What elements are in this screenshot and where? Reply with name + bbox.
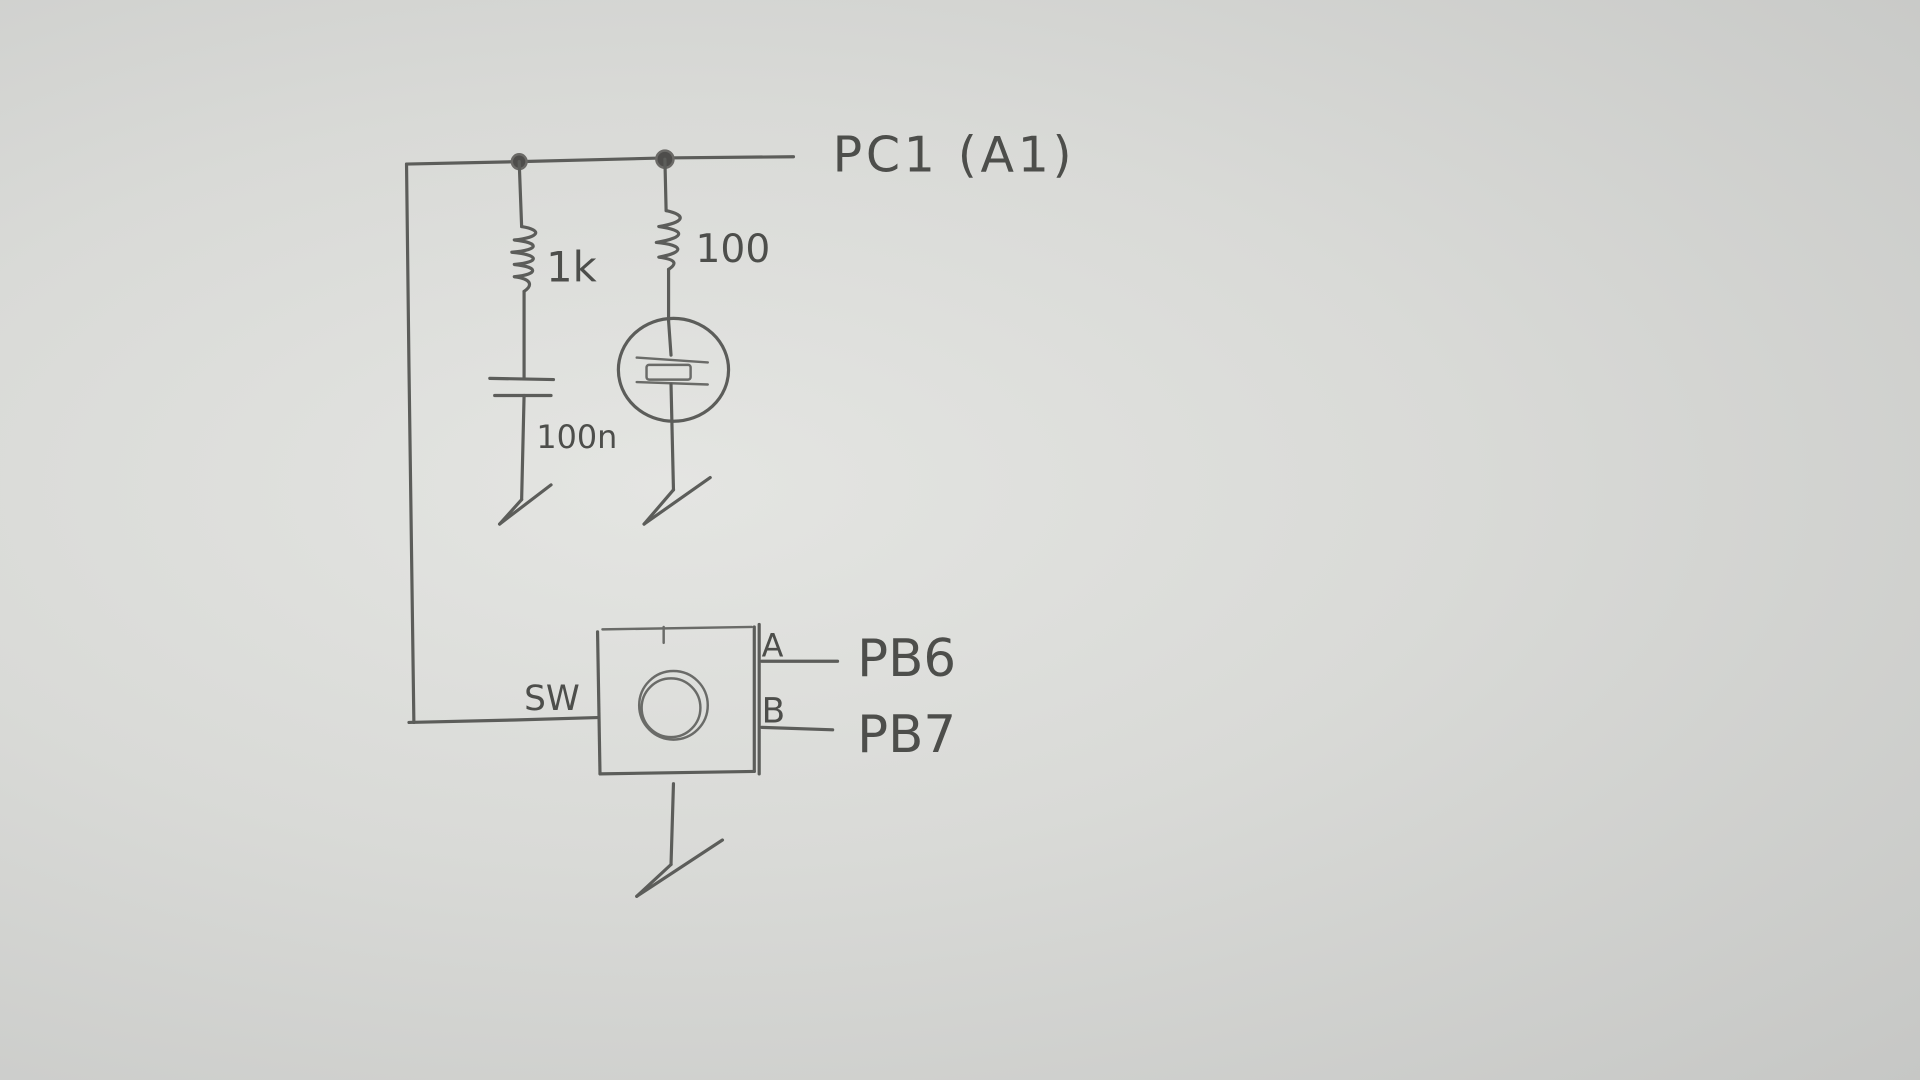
pin-b-net-label: PB7 [857,705,956,765]
switch-label: SW [524,679,580,719]
pin-b-wire [760,725,835,732]
ground-symbol-1 [498,483,553,526]
encoder-knob-icon[interactable] [637,669,709,741]
resistor-1k: 1k [510,160,597,379]
net-label-pc1: PC1 (A1) [833,126,1076,183]
pin-a-net-label: PB6 [857,629,956,689]
ground-symbol-3 [635,838,725,898]
capacitor-100n-label: 100n [536,418,617,456]
top-bus-wire [404,149,796,171]
resistor-100: 100 [654,157,771,323]
rotary-encoder[interactable]: SW A PB6 B PB7 [524,622,956,867]
resistor-100-label: 100 [696,227,771,272]
photoresistor-ldr [616,316,731,492]
ldr-body [616,316,731,423]
encoder-common-wire [669,782,676,867]
left-feedback-wire [404,162,600,725]
capacitor-100n: 100n [488,376,617,502]
ground-symbol-2 [642,475,712,526]
resistor-1k-label: 1k [546,243,597,292]
pin-a-label: A [762,626,784,664]
pin-b-label: B [762,691,786,731]
